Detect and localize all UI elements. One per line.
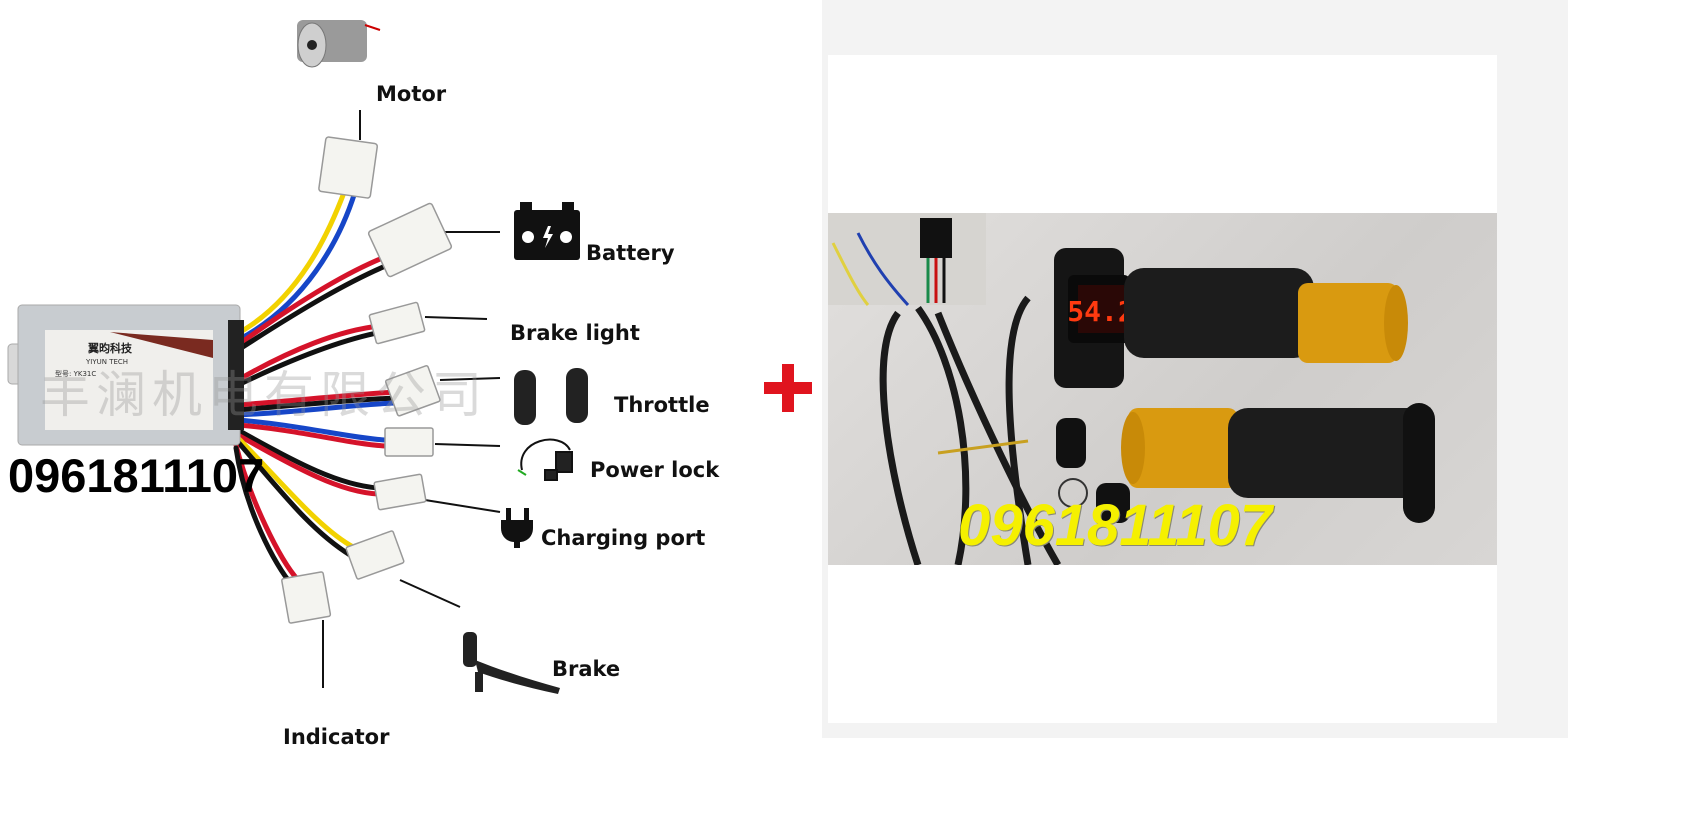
label-battery: Battery <box>586 241 675 265</box>
leader-lines <box>322 110 501 688</box>
battery-icon <box>514 202 580 260</box>
wiring-diagram: 翼昀科技 YIYUN TECH 型号: YK31C <box>7 20 588 694</box>
controller-brand-cn: 翼昀科技 <box>87 341 133 355</box>
rubber-band <box>937 439 1029 455</box>
grip-bottom <box>1121 403 1435 523</box>
voltage-display: 54.2 <box>1067 295 1134 328</box>
controller-brand-en: YIYUN TECH <box>85 358 128 366</box>
phone-number-right: 0961811107 <box>958 493 1272 558</box>
watermark-text: 丰澜机电有限公司 <box>40 366 488 424</box>
motor-icon <box>297 20 381 68</box>
label-charging-port: Charging port <box>541 526 706 550</box>
label-motor: Motor <box>376 82 447 106</box>
controller-model: 型号: YK31C <box>55 369 96 378</box>
plug-icon <box>501 508 533 548</box>
keys <box>1056 418 1130 523</box>
throttle-grip-top: 54.2 <box>1054 248 1408 388</box>
throttle-icon <box>514 368 588 425</box>
cable-coil <box>879 295 1062 565</box>
power-lock-icon <box>517 438 573 481</box>
label-throttle: Throttle <box>614 393 710 417</box>
connectors <box>281 136 453 624</box>
label-brake-light: Brake light <box>510 321 640 345</box>
phone-number-left: 0961811107 <box>8 449 265 502</box>
label-brake: Brake <box>552 657 621 681</box>
label-indicator: Indicator <box>283 725 390 749</box>
inset-connector-photo <box>828 213 986 307</box>
label-power-lock: Power lock <box>590 458 720 482</box>
brake-lever-icon <box>463 632 560 694</box>
controller-box: 翼昀科技 YIYUN TECH 型号: YK31C <box>7 304 244 446</box>
throttle-product-photo: 54.2 <box>828 213 1497 565</box>
wires <box>232 187 398 588</box>
plus-icon <box>764 364 812 412</box>
